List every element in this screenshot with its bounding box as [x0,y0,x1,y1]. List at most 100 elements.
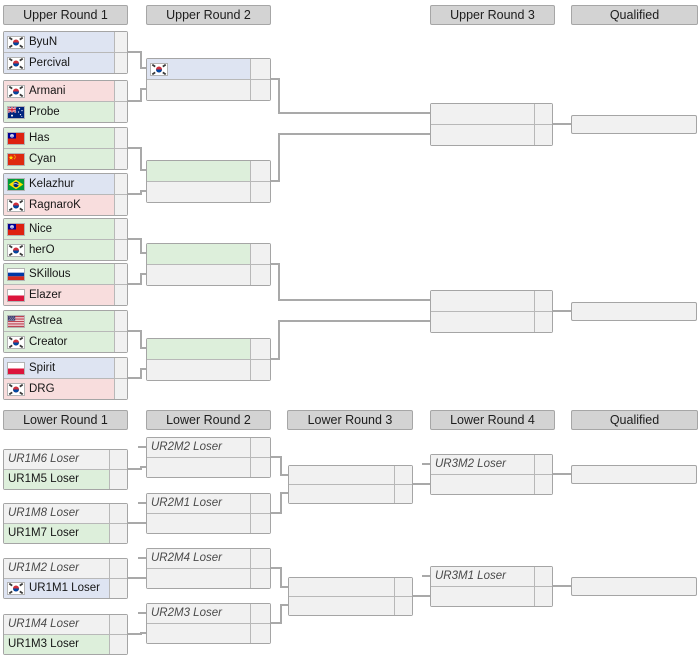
player-name [151,254,250,255]
player-row[interactable]: UR1M3 Loser [4,635,127,654]
player-row[interactable]: Percival [4,53,127,73]
player-name: Probe [29,105,60,118]
bracket-connector [128,100,141,102]
bracket-connector [140,466,142,470]
bracket-connector [413,483,430,485]
player-row[interactable]: Armani [4,81,127,102]
player-name: RagnaroK [29,198,81,211]
player-row [147,458,270,477]
bracket-connector [128,283,141,285]
score-cell [534,475,552,494]
player-row[interactable]: Nice [4,219,127,240]
qualified-slot [571,115,697,134]
player-name [151,192,250,193]
player-name: Spirit [29,361,56,374]
player-name: Creator [29,335,68,348]
player-name [151,467,250,468]
player-name [435,484,534,485]
player-name [293,606,394,607]
bracket-connector [128,238,141,240]
flag-pl-icon [7,288,25,302]
score-cell [250,161,270,181]
bracket-connector [141,632,146,634]
player-name: Cyan [29,152,56,165]
player-name [151,171,250,172]
player-name: Has [29,131,50,144]
flag-tw-icon [7,131,25,145]
round-header-lower-round-3: Lower Round 3 [287,410,413,430]
player-name: Kelazhur [29,177,75,190]
player-row [289,466,412,485]
player-row[interactable]: Elazer [4,285,127,305]
player-row [147,182,270,202]
score-cell [114,379,127,399]
bracket-connector [141,273,146,275]
bracket-connector [271,78,279,80]
player-row: UR3M2 Loser [431,455,552,475]
player-row [147,59,270,80]
player-row[interactable]: Kelazhur [4,174,127,195]
player-name: UR1M8 Loser [8,507,79,520]
player-row [431,125,552,145]
bracket-connector [140,147,142,171]
flag-kr-icon [7,198,25,212]
player-row[interactable]: Astrea [4,311,127,332]
player-row[interactable]: Spirit [4,358,127,379]
player-row[interactable]: Has [4,128,127,149]
bracket-match-lower_round4-1: UR3M1 Loser [430,566,553,607]
score-cell [534,104,552,124]
player-name: UR1M2 Loser [8,562,79,575]
bracket-match-upper_round2-1 [146,160,271,203]
bracket-connector [138,446,146,448]
bracket-connector [141,67,146,69]
player-row[interactable]: herO [4,240,127,260]
player-name: herO [29,243,55,256]
bracket-connector [128,147,141,149]
bracket-connector [280,492,282,514]
score-cell [114,128,127,148]
player-row[interactable]: ByuN [4,32,127,53]
player-name [151,633,250,634]
bracket-connector [141,190,146,192]
bracket-connector [138,502,146,504]
player-row [147,161,270,182]
player-name [151,523,250,524]
flag-kr-icon [7,382,25,396]
bracket-connector [128,468,141,470]
score-cell [114,174,127,194]
bracket-connector [128,330,141,332]
player-name: UR3M1 Loser [435,570,506,583]
player-row[interactable]: DRG [4,379,127,399]
player-name: DRG [29,382,55,395]
score-cell [250,514,270,533]
score-cell [250,182,270,202]
bracket-connector [280,456,282,476]
bracket-match-lower_round3-0 [288,465,413,504]
round-header-qualified: Qualified [571,5,698,25]
player-row[interactable]: Creator [4,332,127,352]
score-cell [109,635,127,654]
bracket-connector [280,567,282,588]
player-row: UR3M1 Loser [431,567,552,587]
player-row[interactable]: Cyan [4,149,127,169]
player-name: ByuN [29,35,58,48]
score-cell [114,102,127,122]
player-name: UR1M4 Loser [8,618,79,631]
bracket-connector [271,456,281,458]
player-row[interactable]: UR1M7 Loser [4,524,127,543]
player-row[interactable]: SKillous [4,264,127,285]
player-name: Armani [29,84,66,97]
round-header-lower-round-1: Lower Round 1 [3,410,128,430]
player-row: UR1M2 Loser [4,559,127,579]
player-row [431,475,552,494]
bracket-connector [422,575,430,577]
qualified-slot [571,577,697,596]
flag-kr-icon [150,62,168,76]
player-row[interactable]: RagnaroK [4,195,127,215]
player-row[interactable]: UR1M1 Loser [4,579,127,598]
player-row[interactable]: Probe [4,102,127,122]
player-row[interactable]: UR1M5 Loser [4,470,127,489]
bracket-connector [140,51,142,69]
